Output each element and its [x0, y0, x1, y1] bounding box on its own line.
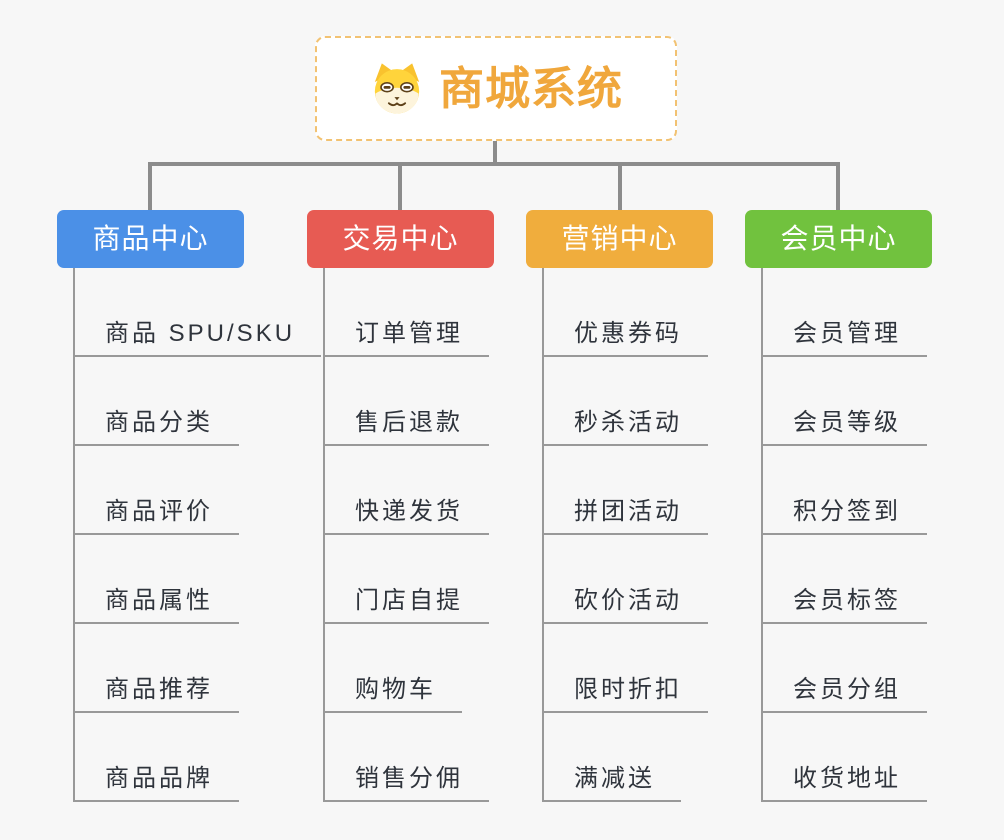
- leaf-column-products: 商品 SPU/SKU 商品分类 商品评价 商品属性 商品推荐 商品品牌: [73, 268, 322, 802]
- dog-face-icon: [374, 62, 420, 113]
- leaf-node[interactable]: 优惠券码: [542, 322, 708, 357]
- leaf-node[interactable]: 会员管理: [761, 322, 927, 357]
- leaf-node[interactable]: 销售分佣: [323, 767, 489, 802]
- leaf-node[interactable]: 会员等级: [761, 411, 927, 446]
- root-node[interactable]: 商城系统: [315, 36, 677, 141]
- leaf-column-line: [323, 268, 325, 802]
- leaf-node[interactable]: 订单管理: [323, 322, 489, 357]
- connector-drop-products: [148, 162, 152, 210]
- leaf-node[interactable]: 积分签到: [761, 500, 927, 535]
- leaf-node[interactable]: 拼团活动: [542, 500, 708, 535]
- leaf-node[interactable]: 售后退款: [323, 411, 489, 446]
- leaf-column-trade: 订单管理 售后退款 快递发货 门店自提 购物车 销售分佣: [323, 268, 489, 802]
- leaf-node[interactable]: 快递发货: [323, 500, 489, 535]
- root-title: 商城系统: [438, 63, 623, 114]
- leaf-node[interactable]: 秒杀活动: [542, 411, 708, 446]
- branch-node-trade[interactable]: 交易中心: [307, 210, 494, 268]
- leaf-node[interactable]: 商品推荐: [73, 678, 239, 713]
- branch-node-marketing[interactable]: 营销中心: [526, 210, 713, 268]
- leaf-node[interactable]: 会员标签: [761, 589, 927, 624]
- leaf-node[interactable]: 商品品牌: [73, 767, 239, 802]
- leaf-node[interactable]: 购物车: [323, 678, 462, 713]
- connector-drop-members: [836, 162, 840, 210]
- leaf-column-marketing: 优惠券码 秒杀活动 拼团活动 砍价活动 限时折扣 满减送: [542, 268, 708, 802]
- leaf-column-members: 会员管理 会员等级 积分签到 会员标签 会员分组 收货地址: [761, 268, 927, 802]
- connector-main-horizontal: [148, 162, 840, 166]
- leaf-node[interactable]: 砍价活动: [542, 589, 708, 624]
- branch-node-members[interactable]: 会员中心: [745, 210, 932, 268]
- connector-drop-trade: [398, 162, 402, 210]
- connector-drop-marketing: [618, 162, 622, 210]
- leaf-node[interactable]: 收货地址: [761, 767, 927, 802]
- leaf-column-line: [761, 268, 763, 802]
- leaf-node[interactable]: 门店自提: [323, 589, 489, 624]
- leaf-node[interactable]: 满减送: [542, 767, 681, 802]
- leaf-node[interactable]: 商品 SPU/SKU: [73, 322, 322, 357]
- leaf-column-line: [73, 268, 75, 802]
- connector-root-stub: [493, 141, 497, 162]
- leaf-node[interactable]: 会员分组: [761, 678, 927, 713]
- leaf-node[interactable]: 商品评价: [73, 500, 239, 535]
- leaf-node[interactable]: 商品属性: [73, 589, 239, 624]
- branch-node-products[interactable]: 商品中心: [57, 210, 244, 268]
- leaf-node[interactable]: 限时折扣: [542, 678, 708, 713]
- leaf-node[interactable]: 商品分类: [73, 411, 239, 446]
- leaf-column-line: [542, 268, 544, 802]
